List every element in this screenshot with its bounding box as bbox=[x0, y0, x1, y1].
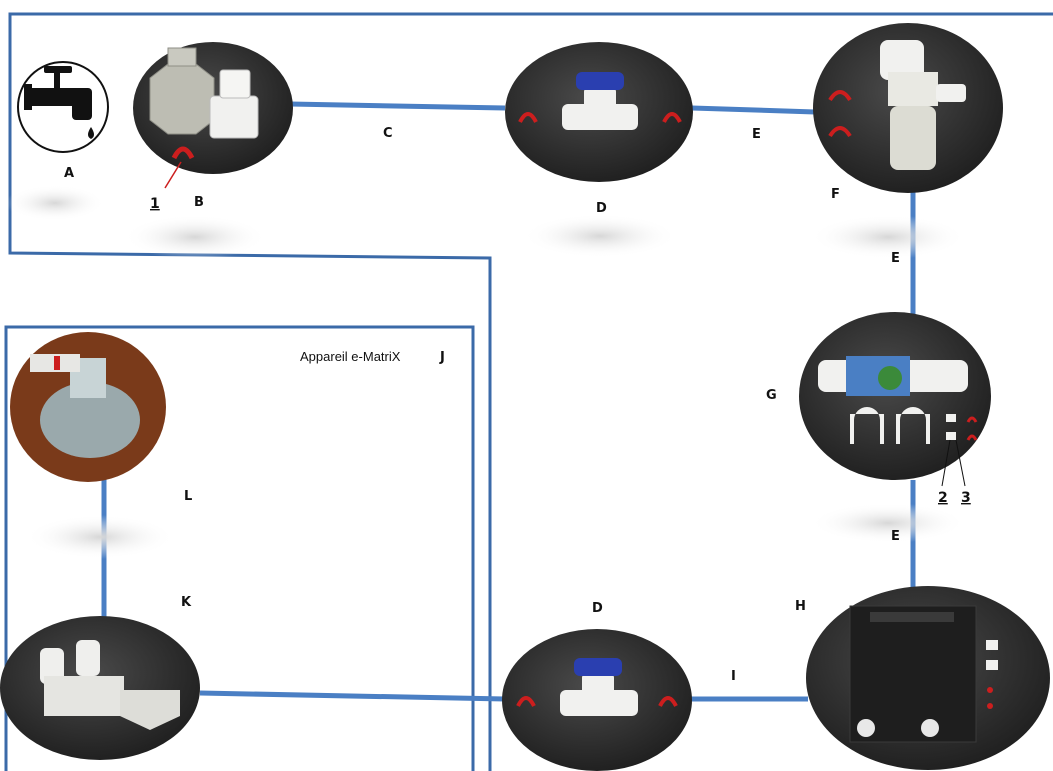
label-E-mid: E bbox=[891, 251, 900, 266]
pipes bbox=[101, 101, 916, 702]
label-D-top: D bbox=[596, 201, 607, 216]
device-frame bbox=[4, 325, 475, 771]
label-F: F bbox=[831, 187, 840, 202]
label-H: H bbox=[795, 599, 806, 614]
part-number-1: 1 bbox=[150, 196, 160, 212]
label-J: J bbox=[439, 350, 445, 365]
sediment-filter-photo bbox=[813, 23, 1003, 193]
ball-valve-photo-bottom bbox=[502, 629, 692, 771]
label-G: G bbox=[766, 388, 777, 403]
device-title: Appareil e-MatriX bbox=[300, 349, 401, 364]
label-D-bottom: D bbox=[592, 601, 603, 616]
label-E-top: E bbox=[752, 127, 761, 142]
tank-fitting-photo bbox=[10, 332, 166, 482]
inline-filter-photo bbox=[799, 312, 991, 487]
emx-controller-photo bbox=[806, 586, 1050, 770]
label-K: K bbox=[181, 595, 192, 610]
outer-frame bbox=[8, 12, 1053, 771]
label-I: I bbox=[731, 669, 736, 684]
label-B: B bbox=[194, 195, 204, 210]
label-E-low: E bbox=[891, 529, 900, 544]
tap-adapter-photo bbox=[133, 42, 293, 189]
label-L: L bbox=[184, 489, 192, 504]
water-tap-icon bbox=[17, 61, 109, 153]
shadows bbox=[5, 185, 966, 559]
label-A: A bbox=[64, 166, 74, 181]
part-number-2: 2 bbox=[938, 490, 948, 506]
part-number-3: 3 bbox=[961, 490, 971, 506]
solenoid-valve-photo bbox=[0, 616, 200, 760]
label-C: C bbox=[383, 126, 393, 141]
ball-valve-photo-top bbox=[505, 42, 693, 182]
